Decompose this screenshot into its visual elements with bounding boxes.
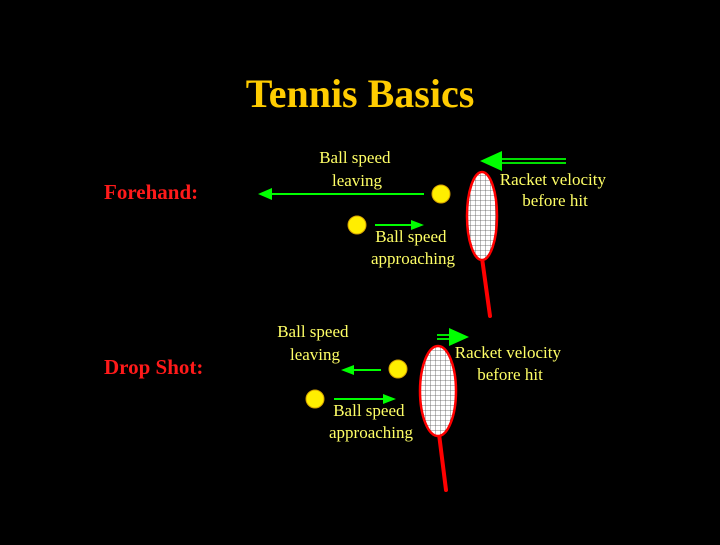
forehand-ball-approaching-line-2: approaching xyxy=(371,249,456,268)
drop-shot-racket-velocity-line-2: before hit xyxy=(477,365,543,384)
drop-shot-ball-approaching xyxy=(305,389,325,409)
forehand-racket-velocity-arrow xyxy=(480,151,566,171)
drop-shot-ball-leaving-line-2: leaving xyxy=(290,345,341,364)
drop-shot-approaching-arrow xyxy=(334,394,396,404)
forehand-section: Forehand: Ball speed leaving Ball speed … xyxy=(104,148,610,318)
drop-shot-racket xyxy=(418,344,458,492)
drop-shot-ball-approaching-label: Ball speed approaching xyxy=(329,401,414,442)
forehand-racket-velocity-line-1: Racket velocity xyxy=(500,170,607,189)
forehand-label: Forehand: xyxy=(104,180,198,204)
slide-title: Tennis Basics xyxy=(246,71,475,116)
forehand-ball-leaving-line-1: Ball speed xyxy=(319,148,391,167)
forehand-ball-leaving xyxy=(431,184,451,204)
forehand-ball-approaching-line-1: Ball speed xyxy=(375,227,447,246)
forehand-leaving-arrow xyxy=(258,188,424,200)
forehand-ball-approaching-label: Ball speed approaching xyxy=(371,227,456,268)
forehand-ball-approaching xyxy=(347,215,367,235)
forehand-ball-leaving-line-2: leaving xyxy=(332,171,383,190)
forehand-racket-velocity-line-2: before hit xyxy=(522,191,588,210)
drop-shot-ball-approaching-line-1: Ball speed xyxy=(333,401,405,420)
forehand-racket xyxy=(465,170,499,318)
drop-shot-ball-leaving xyxy=(388,359,408,379)
drop-shot-ball-leaving-label: Ball speed leaving xyxy=(277,322,353,364)
forehand-racket-velocity-label: Racket velocity before hit xyxy=(500,170,610,210)
drop-shot-racket-velocity-line-1: Racket velocity xyxy=(455,343,562,362)
drop-shot-racket-velocity-arrow xyxy=(437,328,469,346)
drop-shot-leaving-arrow xyxy=(341,365,381,375)
forehand-approaching-arrow xyxy=(375,220,424,230)
drop-shot-ball-leaving-line-1: Ball speed xyxy=(277,322,349,341)
drop-shot-section: Drop Shot: Ball speed leaving Ball speed… xyxy=(104,322,565,492)
drop-shot-label: Drop Shot: xyxy=(104,355,203,379)
drop-shot-ball-approaching-line-2: approaching xyxy=(329,423,414,442)
drop-shot-racket-velocity-label: Racket velocity before hit xyxy=(455,343,565,384)
forehand-ball-leaving-label: Ball speed leaving xyxy=(319,148,395,190)
